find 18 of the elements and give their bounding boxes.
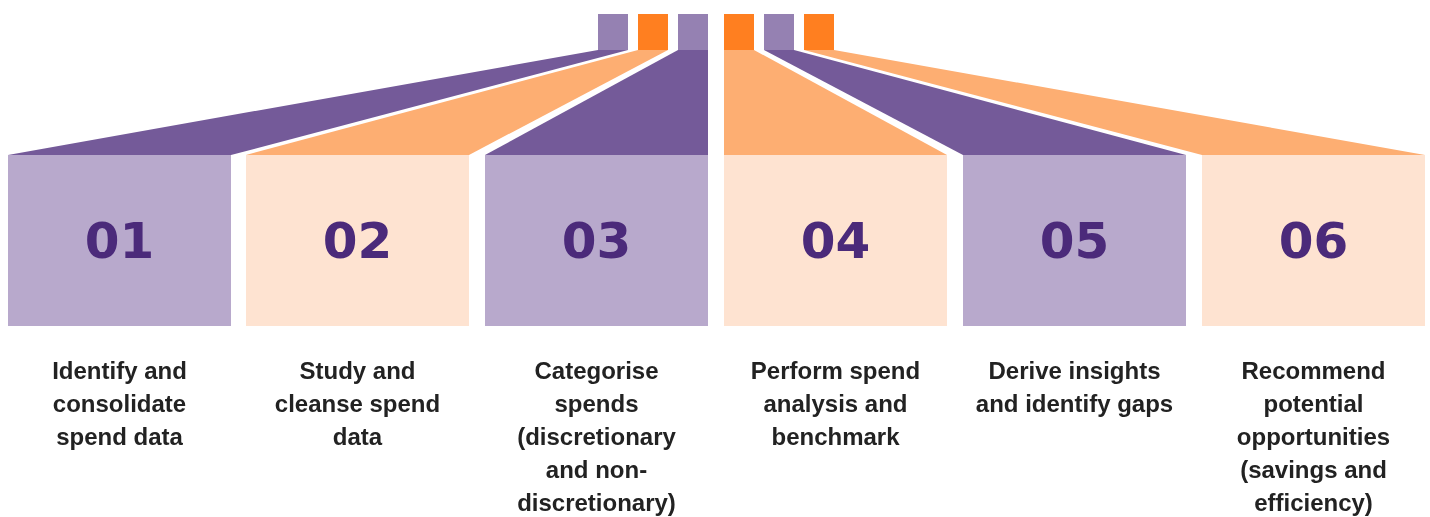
step-description: Derive insights and identify gaps xyxy=(974,356,1175,419)
step-description: Perform spend analysis and benchmark xyxy=(749,356,922,452)
step-number: 06 xyxy=(1278,211,1349,270)
step-box xyxy=(485,155,708,326)
step-number: 03 xyxy=(561,211,632,270)
step-box xyxy=(8,155,231,326)
step-box xyxy=(963,155,1186,326)
step-description: Recommend potential opportunities (savings and efficiency) xyxy=(1235,356,1392,517)
step-box xyxy=(1202,155,1425,326)
step-number: 02 xyxy=(322,211,393,270)
step-description: Categorise spends (discretionary and non-discretionary) xyxy=(516,356,677,517)
step-description: Identify and consolidate spend data xyxy=(51,356,188,452)
step-number: 04 xyxy=(800,211,871,270)
step-number: 05 xyxy=(1039,211,1110,270)
step-box xyxy=(724,155,947,326)
step-description: Study and cleanse spend data xyxy=(273,356,442,452)
step-box xyxy=(246,155,469,326)
step-number: 01 xyxy=(84,211,155,270)
